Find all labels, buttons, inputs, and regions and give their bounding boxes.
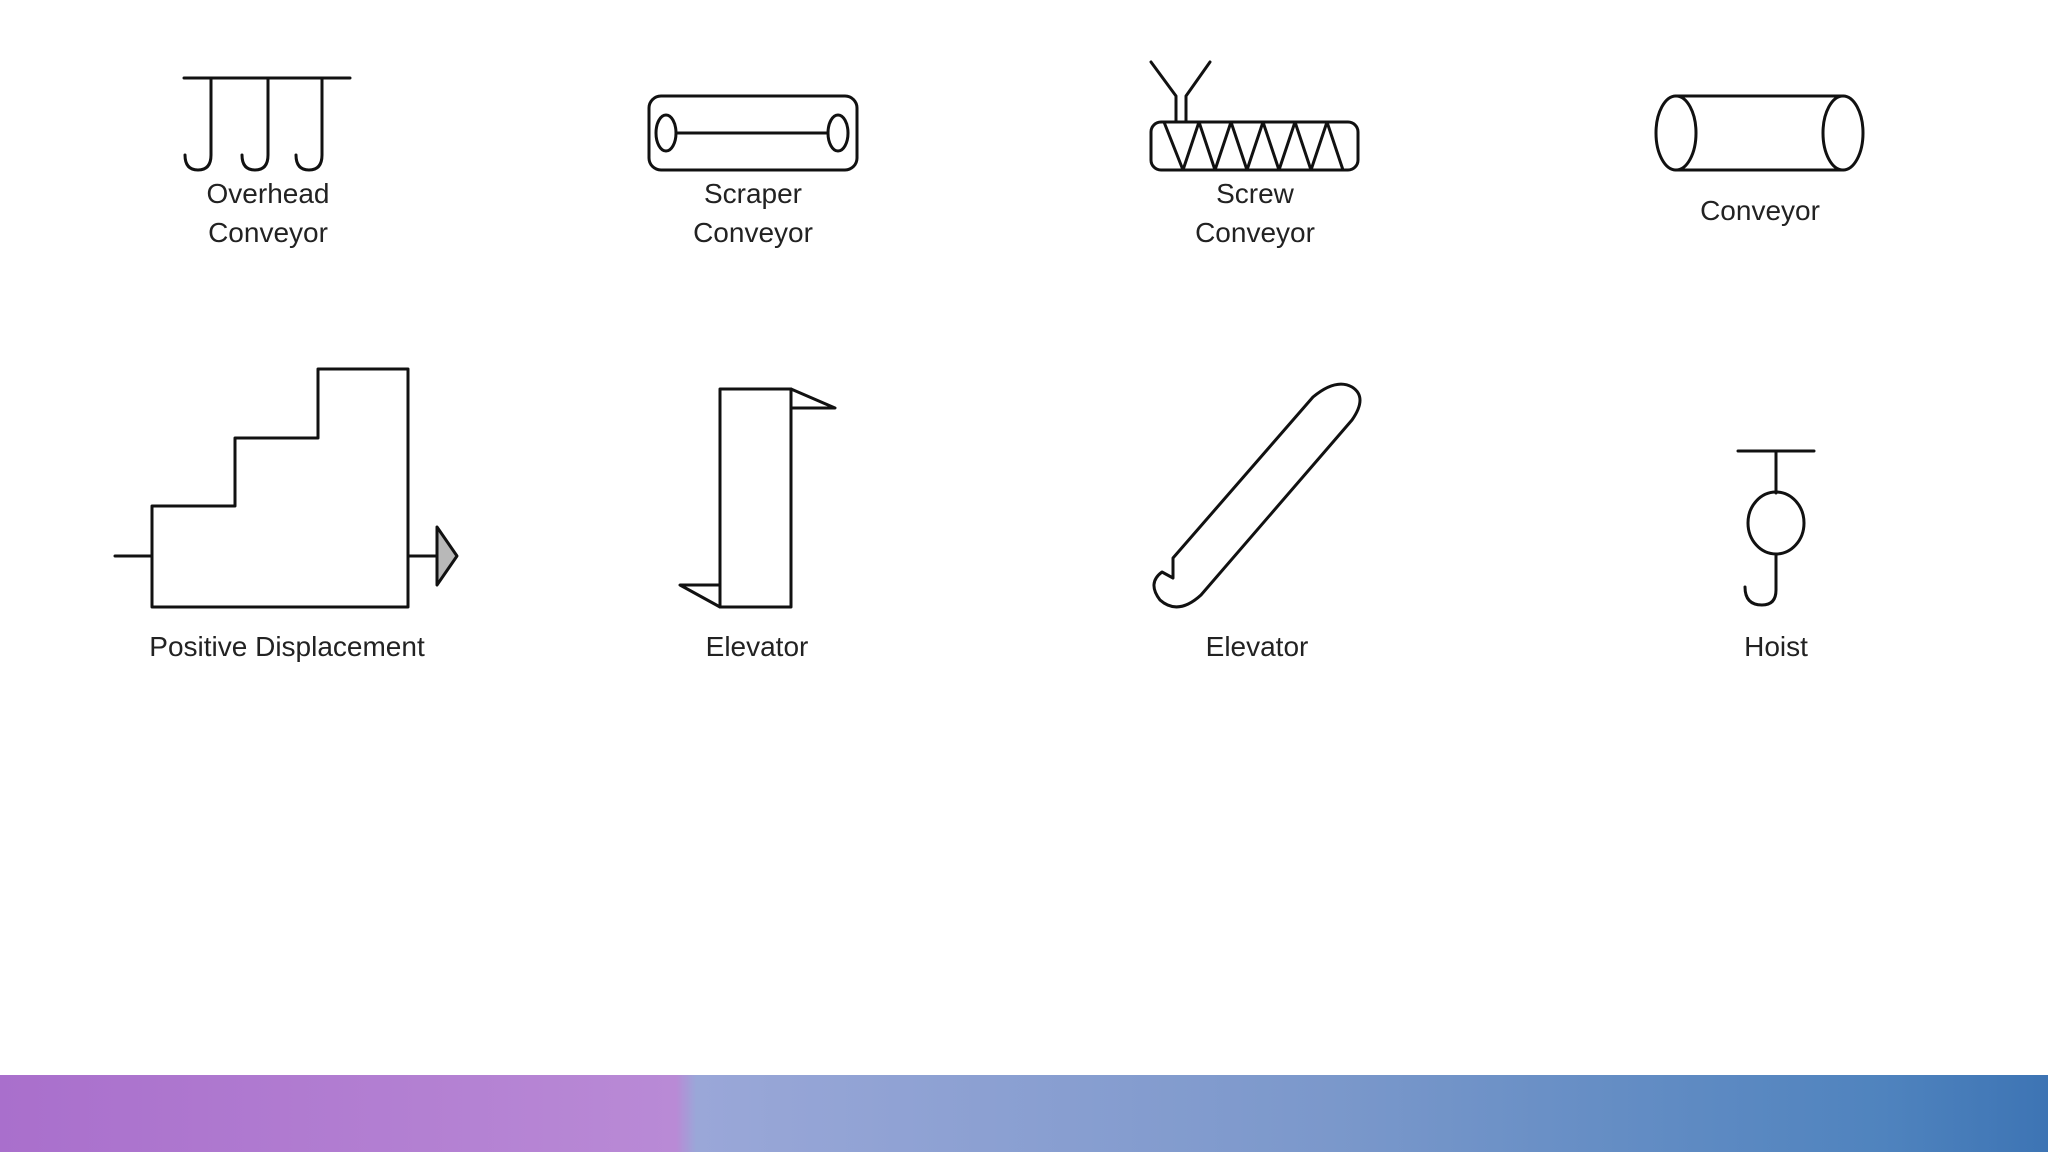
elevator-vertical-label: Elevator — [706, 627, 809, 666]
overhead-conveyor-icon — [182, 76, 352, 172]
footer-gradient-band — [0, 1075, 2048, 1152]
screw-conveyor-label: Screw Conveyor — [1195, 174, 1315, 252]
screw-conveyor-label-line2: Conveyor — [1195, 217, 1315, 248]
positive-displacement-label-line1: Positive Displacement — [149, 631, 425, 662]
scraper-conveyor-label-line1: Scraper — [703, 178, 803, 209]
screw-conveyor-icon — [1149, 60, 1360, 172]
conveyor-label: Conveyor — [1700, 191, 1820, 230]
scraper-conveyor-label-line2: Conveyor — [693, 217, 813, 248]
hoist-icon — [1736, 449, 1816, 607]
scraper-conveyor-icon — [647, 94, 859, 172]
conveyor-label-line1: Conveyor — [1700, 195, 1820, 226]
screw-conveyor-label-line1: Screw — [1216, 178, 1294, 209]
elevator-inclined-label: Elevator — [1206, 627, 1309, 666]
positive-displacement-icon — [113, 367, 459, 609]
overhead-conveyor-label-line1: Overhead — [206, 178, 330, 209]
overhead-conveyor-label: Overhead Conveyor — [207, 174, 330, 252]
scraper-conveyor-label: Scraper Conveyor — [693, 174, 813, 252]
elevator-vertical-icon — [678, 387, 837, 609]
positive-displacement-label: Positive Displacement — [149, 627, 424, 666]
elevator-inclined-icon — [1152, 382, 1362, 609]
hoist-label: Hoist — [1744, 627, 1808, 666]
overhead-conveyor-label-line2: Conveyor — [208, 217, 328, 248]
conveyor-icon — [1654, 94, 1865, 172]
hoist-label-line1: Hoist — [1744, 631, 1808, 662]
elevator-vertical-label-line1: Elevator — [705, 631, 809, 662]
elevator-inclined-label-line1: Elevator — [1205, 631, 1309, 662]
